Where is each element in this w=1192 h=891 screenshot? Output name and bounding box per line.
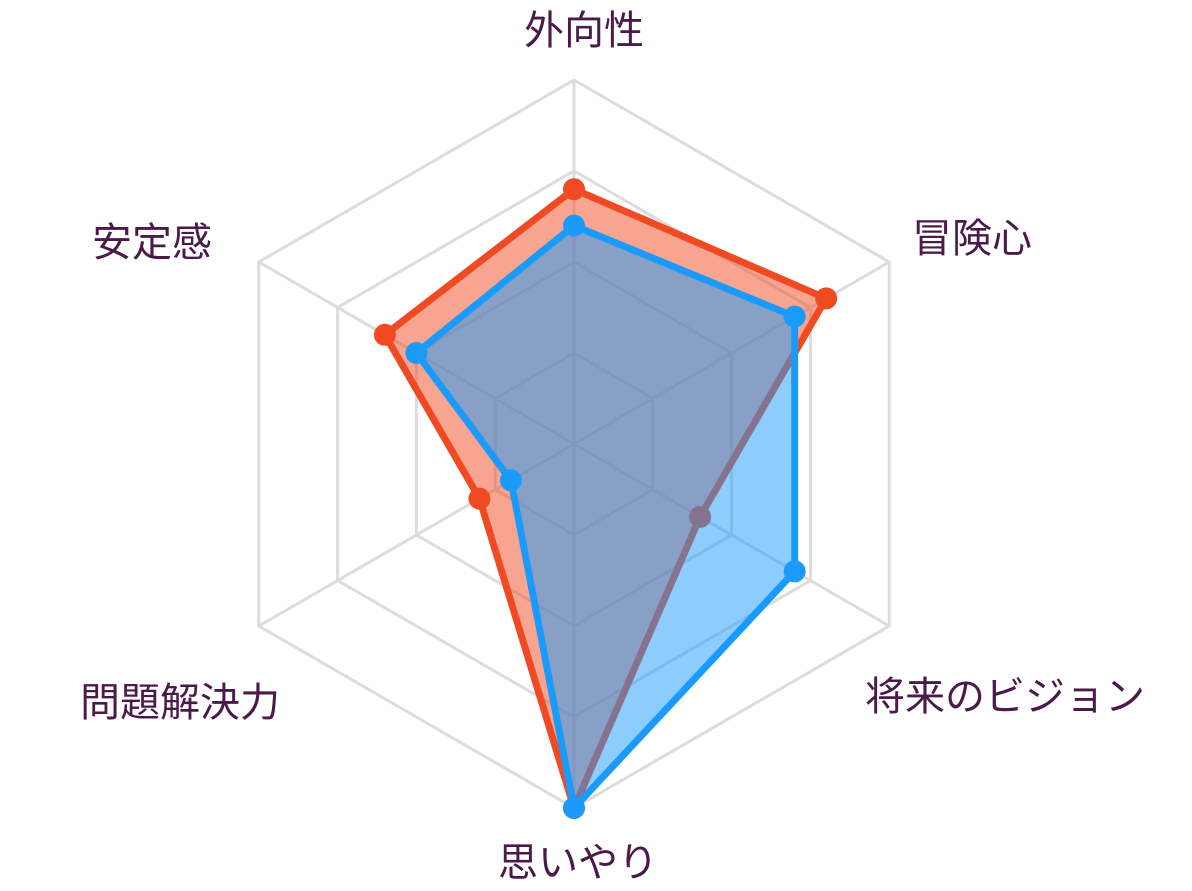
axis-labels: 外向性 冒険心 将来のビジョン 思いやり 問題解決力 安定感 [80,8,1145,886]
axis-label-1: 冒険心 [912,216,1032,262]
series-1-point-4 [468,487,491,510]
series-2-point-2 [783,560,806,583]
axis-label-3: 思いやり [498,840,658,886]
series-1-point-1 [815,287,838,310]
series-2-point-4 [499,469,522,492]
series-1-point-0 [563,178,585,201]
series-2-point-5 [405,342,428,364]
axis-label-2: 将来のビジョン [865,674,1145,720]
series-1-point-5 [373,323,396,346]
axis-label-5: 安定感 [92,220,212,266]
axis-label-0: 外向性 [524,8,644,54]
series-2-point-1 [783,305,806,328]
series-layer [373,178,838,819]
axis-label-4: 問題解決力 [80,680,280,726]
series-2-point-0 [563,214,585,237]
series-2-point-3 [563,797,585,819]
series-2 [405,214,806,819]
series-2-area [412,222,799,812]
